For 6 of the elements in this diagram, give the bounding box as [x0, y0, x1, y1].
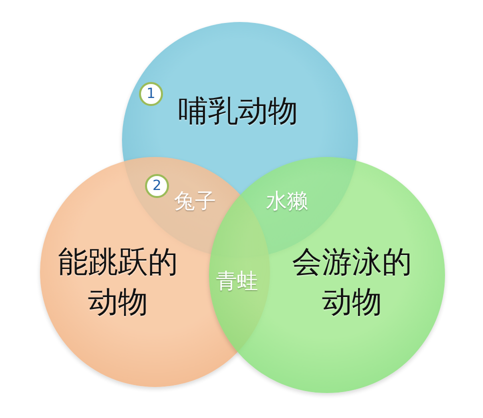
overlap-label: 兔子: [174, 188, 216, 214]
overlap-label: 青蛙: [216, 268, 258, 294]
overlap-label: 水獭: [266, 188, 308, 214]
set-label: 会游泳的动物: [291, 244, 413, 322]
set-label: 哺乳动物: [177, 93, 299, 131]
set-label: 能跳跃的动物: [57, 244, 179, 322]
